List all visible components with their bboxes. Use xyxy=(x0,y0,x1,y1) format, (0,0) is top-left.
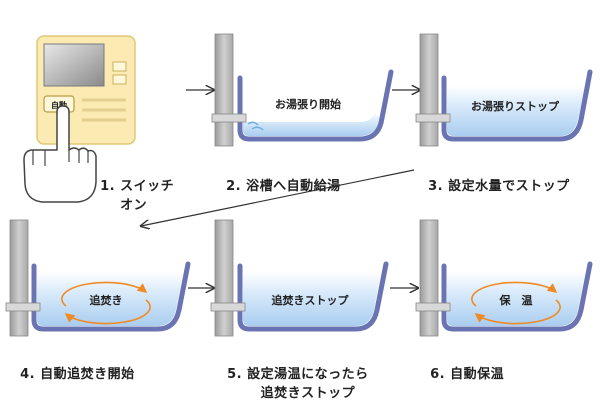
bathtub-outline xyxy=(237,69,394,142)
step-number: 2. xyxy=(226,179,242,194)
step-text: 自動追焚き開始 xyxy=(40,367,135,382)
bathtub-outline xyxy=(237,261,389,332)
circulation-arrows-icon xyxy=(61,281,151,325)
bath-water xyxy=(243,112,380,136)
remote-display-screen xyxy=(43,43,105,87)
step-2-tub: お湯張り開始 xyxy=(211,33,394,147)
water-inlet-pipe xyxy=(210,302,246,312)
step-number: 4. xyxy=(20,367,36,382)
flow-arrows xyxy=(141,90,420,288)
remote-small-button[interactable] xyxy=(112,61,127,72)
bathroom-wall xyxy=(419,33,439,147)
arrow-step3-to-4 xyxy=(141,169,415,226)
step-2-caption: 2. 浴槽へ自動給湯 xyxy=(216,158,341,196)
bathtub-outline xyxy=(441,261,593,332)
remote-small-button[interactable] xyxy=(112,74,127,85)
step-number: 1. xyxy=(100,179,116,194)
auto-button-label: 自動 xyxy=(51,100,67,110)
step-5-tub: 追焚きストップ xyxy=(210,219,389,337)
tub-label: お湯張りストップ xyxy=(471,99,560,113)
bathroom-wall xyxy=(214,219,234,337)
water-inlet-pipe xyxy=(211,113,247,123)
step-6-tub: 保 温 xyxy=(415,219,593,337)
step-text: 設定水量でストップ xyxy=(448,179,570,194)
step-number: 5. xyxy=(227,367,243,382)
bath-water xyxy=(447,86,585,136)
step-number: 6. xyxy=(430,367,446,382)
step-3-tub: お湯張りストップ xyxy=(415,33,593,147)
bathtub-outline xyxy=(441,69,593,142)
remote-label-lines xyxy=(82,98,126,122)
step-4-caption: 4. 自動追焚き開始 xyxy=(10,346,135,384)
bathtub-outline xyxy=(31,261,191,332)
bathroom-wall xyxy=(419,219,439,337)
step-text: スイッチ オン xyxy=(120,179,175,213)
circulation-arrows-icon xyxy=(471,281,561,325)
step-text: 設定湯温になったら 追焚きストップ xyxy=(247,367,369,401)
tub-label: 保 温 xyxy=(499,293,533,307)
water-inlet-pipe xyxy=(5,302,41,312)
pointing-hand-icon xyxy=(23,105,97,203)
step-number: 3. xyxy=(428,179,444,194)
bath-water xyxy=(243,272,381,326)
tub-label: お湯張り開始 xyxy=(275,97,341,111)
step-text: 自動保温 xyxy=(450,367,505,382)
bathroom-wall xyxy=(9,219,29,337)
step-5-caption: 5. 設定湯温になったら 追焚きストップ xyxy=(217,346,369,403)
step-1-caption: 1. スイッチ オン xyxy=(90,158,174,215)
step-1-control-panel: 自動 xyxy=(23,35,136,203)
hand-finger-lines xyxy=(32,150,89,166)
step-text: 浴槽へ自動給湯 xyxy=(246,179,341,194)
water-inlet-pipe xyxy=(415,302,451,312)
step-3-caption: 3. 設定水量でストップ xyxy=(418,158,570,196)
tub-label: 追焚きストップ xyxy=(272,293,350,307)
bathroom-wall xyxy=(214,33,234,147)
step-4-tub: 追焚き xyxy=(5,219,191,337)
water-inlet-pipe xyxy=(415,113,451,123)
tub-label: 追焚き xyxy=(90,293,123,307)
inflow-splash-icon xyxy=(247,121,264,131)
step-6-caption: 6. 自動保温 xyxy=(420,346,504,384)
